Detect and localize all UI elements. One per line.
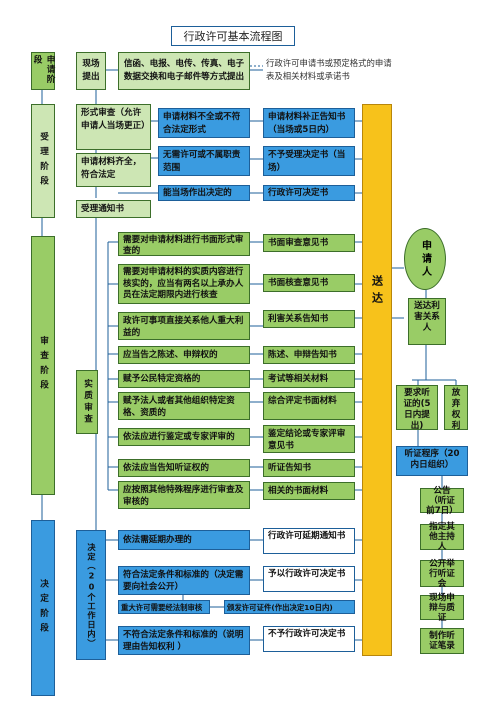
review-item-left: 政许可事项直接关系他人重大利益的 <box>118 312 250 340</box>
stage-decide: 决定阶段 <box>31 520 55 696</box>
review-item-left: 应按照其他特殊程序进行审查及审核的 <box>118 481 250 509</box>
interested-party: 送达利害关系人 <box>408 298 446 345</box>
review-item-left: 需要对申请材料进行书面形式审查的 <box>118 232 250 256</box>
hearing-procedure: 听证程序（20内日组织） <box>396 446 468 476</box>
decide-extend: 依法需延期办理的 <box>118 530 250 550</box>
decide-extend-doc: 行政许可延期通知书 <box>263 528 355 554</box>
decide-grant-doc: 予以行政许可决定书 <box>263 566 355 592</box>
stage-apply: 申请阶段 <box>31 52 55 90</box>
request-hearing: 要求听证的(5日内提出) <box>396 385 438 431</box>
review-item-right: 陈述、申辩告知书 <box>263 346 355 364</box>
page-title: 行政许可基本流程图 <box>171 26 295 46</box>
review-item-right: 鉴定结论或专家评审意见书 <box>263 425 355 453</box>
review-item-left: 赋予法人或者其他组织特定资格、资质的 <box>118 392 250 420</box>
stage-accept: 受理阶段 <box>31 104 55 218</box>
review-item-right: 书面审查意见书 <box>263 234 355 252</box>
decide-deny: 不符合法定条件和标准的（说明理由告知权利 ） <box>118 626 250 655</box>
stage-review: 审查阶段 <box>31 236 55 495</box>
hearing-step: 指定其他主持人 <box>420 522 464 552</box>
decide-onsite: 能当场作出决定的 <box>158 185 250 201</box>
decide-deny-doc: 不予行政许可决定书 <box>263 626 355 652</box>
materials-complete: 申请材料齐全，符合法定 <box>76 153 151 187</box>
review-item-right: 综合评定书面材料 <box>263 392 355 420</box>
apply-note: 行政许可申请书或预定格式的申请表及相关材料或承诺书 <box>266 58 392 81</box>
apply-onsite: 现场提出 <box>76 52 106 90</box>
substantive-review: 实质审查 <box>76 370 98 434</box>
review-item-left: 赋予公民特定资格的 <box>118 370 250 388</box>
decide-grant: 符合法定条件和标准的（决定需要向社会公开） <box>118 566 250 595</box>
review-item-left: 应当告之陈述、申辩权的 <box>118 346 250 364</box>
review-item-left: 需要对申请材料的实质内容进行核实的，应当有两名以上承办人员在法定期限内进行核查 <box>118 264 250 304</box>
incomplete-materials: 申请材料不全或不符合法定形式 <box>158 108 250 138</box>
reject-notice: 不予受理决定书（当场） <box>263 146 355 176</box>
hearing-step: 公告（听证前7日） <box>420 486 464 516</box>
applicant-circle: 申请人 <box>404 228 446 290</box>
decide-20-days: 决定（20个工作日内） <box>76 530 106 660</box>
permit-decision-onsite: 行政许可决定书 <box>263 185 355 201</box>
hearing-step: 制作听证笔录 <box>420 628 464 654</box>
review-item-right: 听证告知书 <box>263 459 355 477</box>
no-permit-needed: 无需许可或不属职责范围 <box>158 146 250 176</box>
waive-right: 放弃权利 <box>444 385 468 431</box>
deliver-column: 送达 <box>362 104 392 656</box>
supplement-notice: 申请材料补正告知书（当场或5日内） <box>263 108 355 138</box>
review-item-left: 依法应当告知听证权的 <box>118 459 250 477</box>
hearing-step: 现场申辩与质证 <box>420 593 464 623</box>
review-item-right: 考试等相关材料 <box>263 370 355 388</box>
review-item-right: 相关的书面材料 <box>263 482 355 500</box>
review-item-left: 依法应进行鉴定或专家评审的 <box>118 428 250 446</box>
accept-notice: 受理通知书 <box>76 200 151 218</box>
decide-license: 颁发许可证件(作出决定10日内) <box>224 600 355 614</box>
hearing-step: 公开举行听证会 <box>420 559 464 589</box>
decide-major-review: 重大许可需要经法制审核 <box>118 600 210 614</box>
review-item-right: 书面核查意见书 <box>263 274 355 292</box>
formal-review: 形式审查（允许申请人当场更正） <box>76 104 151 150</box>
review-item-right: 利害关系告知书 <box>263 310 355 328</box>
apply-remote: 信函、电报、电传、传真、电子数据交换和电子邮件等方式提出 <box>118 52 250 90</box>
